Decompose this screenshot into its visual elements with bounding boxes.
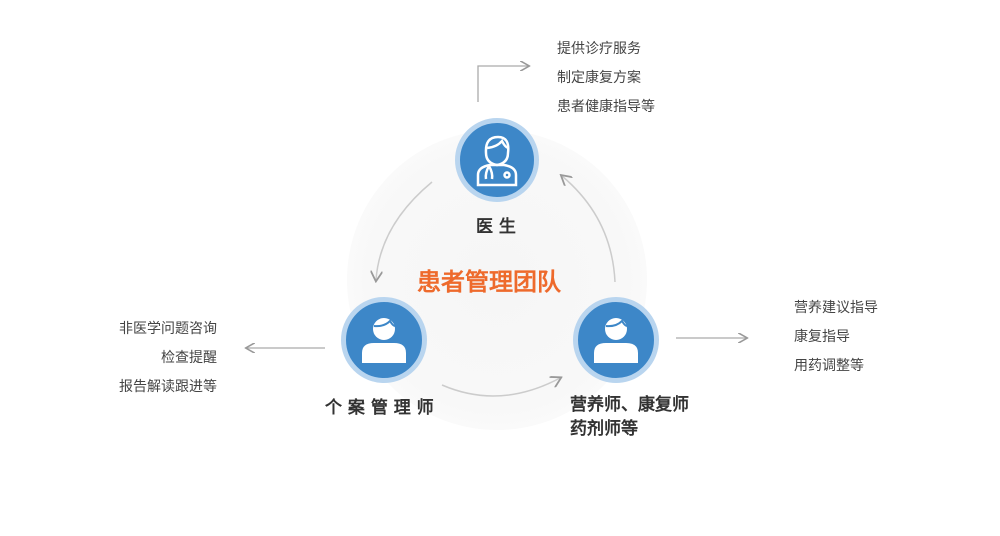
- case-manager-node: [341, 297, 427, 383]
- doctor-icon: [476, 135, 518, 187]
- list-item: 报告解读跟进等: [119, 379, 217, 395]
- person-icon: [594, 318, 638, 363]
- list-item: 提供诊疗服务: [557, 41, 641, 57]
- cycle-arc-left: [376, 181, 433, 280]
- doctor-duties: 提供诊疗服务 制定康复方案 患者健康指导等: [557, 35, 655, 122]
- specialists-label-line1: 营养师、康复师: [570, 395, 689, 415]
- list-item: 用药调整等: [794, 358, 864, 374]
- cycle-arc-bottom: [441, 378, 560, 397]
- specialists-label: 营养师、康复师 药剂师等: [570, 393, 689, 441]
- list-item: 非医学问题咨询: [119, 321, 217, 337]
- diagram-title: 患者管理团队: [417, 268, 561, 296]
- specialists-label-line2: 药剂师等: [570, 419, 638, 439]
- case-manager-label: 个 案 管 理 师: [325, 398, 434, 418]
- list-item: 检查提醒: [161, 350, 217, 366]
- list-item: 患者健康指导等: [557, 99, 655, 115]
- list-item: 康复指导: [794, 329, 850, 345]
- doctor-label: 医 生: [476, 217, 516, 237]
- list-item: 制定康复方案: [557, 70, 641, 86]
- doctor-node: [455, 118, 539, 202]
- specialists-node: [573, 297, 659, 383]
- person-icon: [362, 318, 406, 363]
- doctor-arrow: [477, 66, 528, 102]
- list-item: 营养建议指导: [794, 300, 878, 316]
- cycle-arc-right: [562, 176, 616, 283]
- case-manager-duties: 非医学问题咨询 检查提醒 报告解读跟进等: [105, 315, 217, 402]
- specialists-duties: 营养建议指导 康复指导 用药调整等: [794, 294, 878, 381]
